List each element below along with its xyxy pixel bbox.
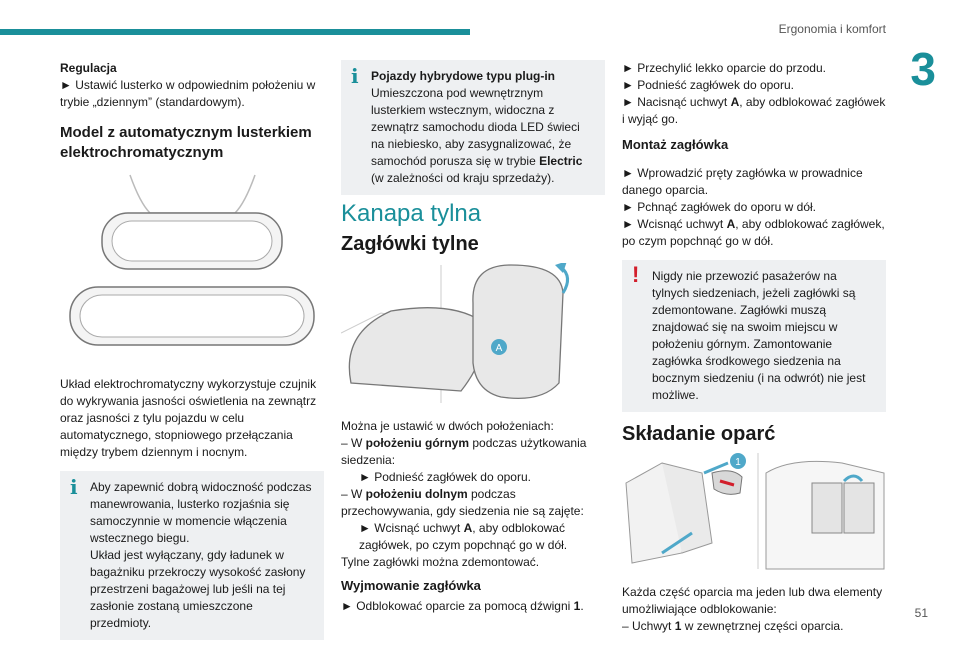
section-title: Kanapa tylna	[341, 200, 482, 227]
text-part: podczas użytkowania siedzenia:	[341, 436, 587, 467]
text-part: – W	[341, 436, 366, 450]
positions-intro: Można je ustawić w dwóch położeniach:	[341, 419, 554, 433]
removable-text: Tylne zagłówki można zdemontować.	[341, 555, 540, 569]
text-bold: 1	[573, 599, 581, 613]
headrest-figure: A	[340, 261, 605, 410]
remove-step-2: ► Przechylić lekko oparcie do przodu.	[622, 61, 826, 75]
remove-headrest-title: Wyjmowanie zagłówka	[341, 578, 481, 593]
page-header-title: Ergonomia i komfort	[778, 22, 886, 36]
text-bold: A	[463, 521, 473, 535]
text-part: ► Odblokować oparcie za pomocą dźwigni	[341, 599, 574, 613]
header-accent-bar	[0, 29, 470, 35]
remove-step-3: ► Podnieść zagłówek do oporu.	[622, 78, 794, 92]
page-number: 51	[914, 606, 928, 620]
text-part: , aby odblokować zagłówek, po czym popch…	[359, 521, 568, 552]
info-text-reverse: Aby zapewnić dobrą widoczność podczas ma…	[90, 480, 312, 545]
position-lower-step: ► Wcisnąć uchwyt A, aby odblokować zagłó…	[341, 520, 605, 554]
info-icon: i	[351, 64, 359, 88]
mirror-figure	[60, 173, 324, 368]
info-text-trunk: Układ jest wyłączany, gdy ładunek w baga…	[90, 548, 306, 630]
warning-box: ! Nigdy nie przewozić pasażerów na tylny…	[622, 260, 886, 412]
info-box-reverse: i Aby zapewnić dobrą widoczność podczas …	[60, 471, 324, 640]
text-part: .	[580, 599, 584, 613]
text-part: ► Wcisnąć uchwyt	[359, 521, 464, 535]
figure-label-1: 1	[735, 457, 741, 468]
hybrid-text-part: (w zależności od kraju sprzedaży).	[371, 171, 555, 185]
auto-mirror-heading: Model z automatycznym lusterkiem elektro…	[60, 124, 312, 161]
column-2: i Pojazdy hybrydowe typu plug-in Umieszc…	[340, 60, 605, 615]
text-part: – W	[341, 487, 366, 501]
regulacja-title: Regulacja	[60, 61, 117, 75]
backrest-figure: 1 2	[622, 453, 886, 576]
text-part: w zewnętrznej części oparcia.	[681, 619, 844, 633]
info-icon: i	[70, 475, 78, 499]
text-part: ► Nacisnąć uchwyt	[622, 95, 731, 109]
text-part: , aby odblokować zagłówek i wyjąć go.	[622, 95, 886, 126]
hybrid-info-title: Pojazdy hybrydowe typu plug-in	[371, 69, 556, 83]
headrest-illustration: A	[340, 261, 569, 403]
column-3: ► Przechylić lekko oparcie do przodu. ► …	[622, 60, 886, 635]
electric-mode-label: Electric	[539, 154, 583, 168]
text-part: podczas przechowywania, gdy siedzenia ni…	[341, 487, 584, 518]
text-bold: 1	[674, 619, 682, 633]
position-lower: – W położeniu dolnym podczas przechowywa…	[341, 486, 605, 520]
regulacja-text: ► Ustawić lusterko w odpowiednim położen…	[60, 78, 316, 109]
text-part: ► Wcisnąć uchwyt	[622, 217, 727, 231]
figure-label-a: A	[496, 343, 503, 354]
position-upper: – W położeniu górnym podczas użytkowania…	[341, 435, 605, 469]
warning-icon: !	[632, 262, 640, 287]
spacer	[622, 157, 886, 165]
text-part: – Uchwyt	[622, 619, 675, 633]
fold-text-1: Każda część oparcia ma jeden lub dwa ele…	[622, 585, 883, 616]
auto-mirror-text: Układ elektrochromatyczny wykorzystuje c…	[60, 377, 317, 459]
hybrid-text-part: Umieszczona pod wewnętrznym lusterkiem w…	[371, 86, 580, 168]
backrest-illustration: 1 2	[625, 453, 885, 570]
text-bold: A	[726, 217, 736, 231]
text-bold: położeniu górnym	[365, 436, 470, 450]
headrests-heading: Zagłówki tylne	[341, 233, 479, 255]
mirror-illustration	[69, 174, 315, 346]
fold-backrests-heading: Składanie oparć	[622, 423, 776, 445]
warning-text: Nigdy nie przewozić pasażerów na tylnych…	[652, 269, 866, 402]
chapter-number: 3	[910, 43, 936, 95]
remove-step-4: ► Nacisnąć uchwyt A, aby odblokować zagł…	[622, 94, 886, 128]
install-step-2: ► Pchnąć zagłówek do oporu w dół.	[622, 200, 816, 214]
fold-text-2: – Uchwyt 1 w zewnętrznej części oparcia.	[622, 618, 886, 635]
install-step-1: ► Wprowadzić pręty zagłówka w prowadnice…	[622, 166, 863, 197]
info-box-hybrid: i Pojazdy hybrydowe typu plug-in Umieszc…	[341, 60, 605, 195]
position-upper-step: ► Podnieść zagłówek do oporu.	[359, 470, 531, 484]
remove-step-1: ► Odblokować oparcie za pomocą dźwigni 1…	[341, 598, 605, 615]
column-1: Regulacja ► Ustawić lusterko w odpowiedn…	[60, 60, 324, 650]
text-part: , aby odblokować zagłówek, po czym popch…	[622, 217, 885, 248]
install-step-3: ► Wcisnąć uchwyt A, aby odblokować zagłó…	[622, 216, 886, 250]
hybrid-info-text: Umieszczona pod wewnętrznym lusterkiem w…	[371, 85, 595, 187]
install-headrest-title: Montaż zagłówka	[622, 137, 729, 152]
text-bold: położeniu dolnym	[365, 487, 468, 501]
text-bold: A	[730, 95, 740, 109]
